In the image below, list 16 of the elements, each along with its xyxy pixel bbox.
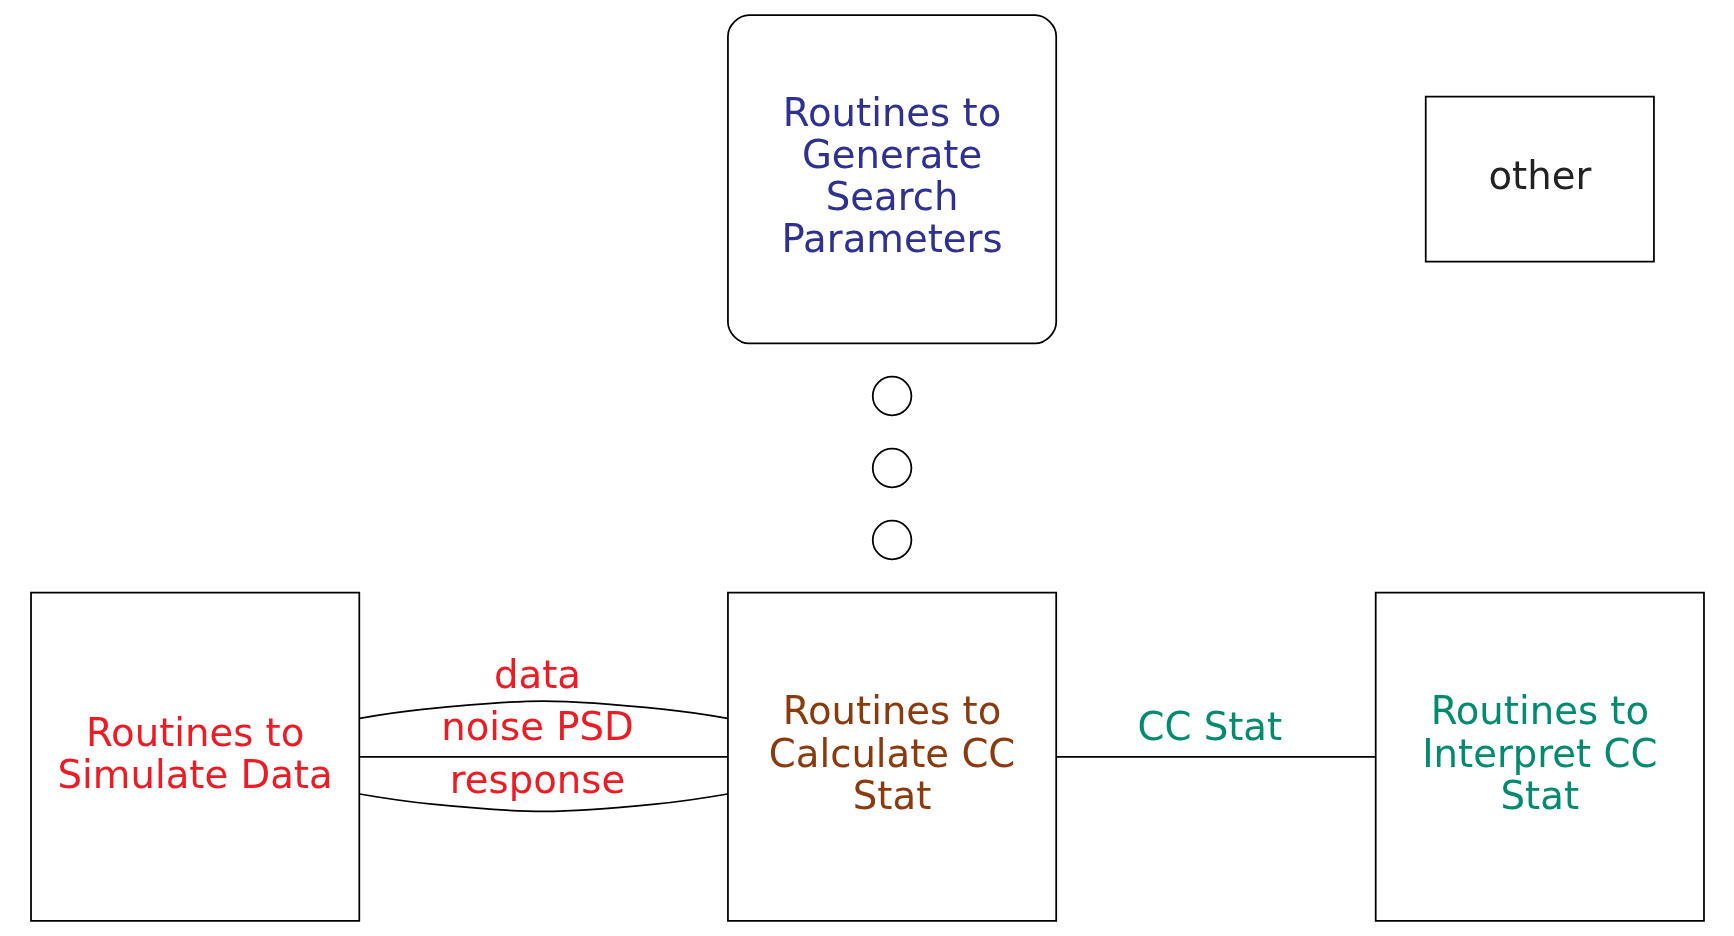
edge-label: response bbox=[449, 756, 625, 802]
edge-label: CC Stat bbox=[1137, 704, 1282, 750]
connector bbox=[358, 793, 728, 813]
node-box: Routines to Interpret CC Stat bbox=[1374, 591, 1705, 922]
connector bbox=[358, 755, 729, 758]
node-box: other bbox=[1424, 95, 1655, 263]
connector bbox=[1055, 755, 1376, 758]
node-box: Routines to Simulate Data bbox=[29, 591, 360, 922]
edge-label: data bbox=[493, 651, 581, 697]
node-circle bbox=[871, 519, 912, 561]
node-circle bbox=[871, 375, 912, 417]
connector bbox=[358, 700, 728, 720]
node-box: Routines to Generate Search Parameters bbox=[726, 14, 1057, 345]
edge-label: noise PSD bbox=[440, 704, 634, 750]
node-circle bbox=[871, 447, 912, 489]
node-box: Routines to Calculate CC Stat bbox=[726, 591, 1057, 922]
